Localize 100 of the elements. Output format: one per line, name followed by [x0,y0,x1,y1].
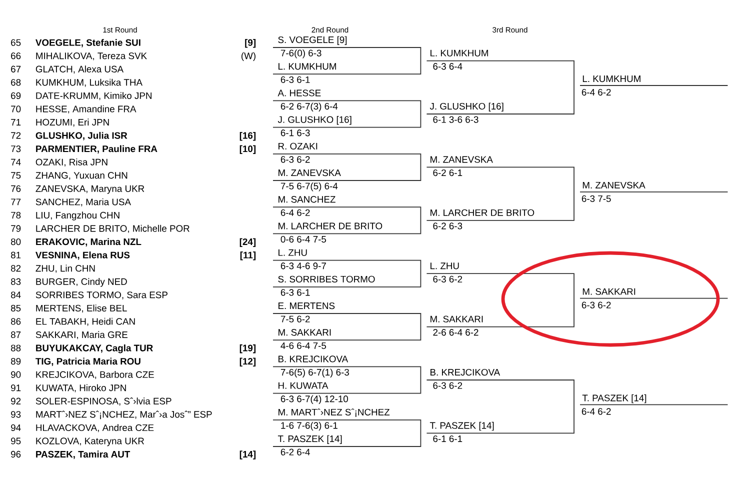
score-text: 7-5 6-2 [280,316,310,322]
score-text: 6-2 6-7(3) 6-4 [280,102,338,112]
draw-number: 65 [11,39,21,46]
draw-number: 89 [11,358,21,365]
draw-number: 83 [11,278,21,285]
player-name: L. ZHU [278,249,307,256]
draw-number: 80 [11,238,21,246]
score-text: 7-5 6-7(5) 6-4 [280,182,338,192]
score-text: 6-4 6-2 [280,209,310,216]
player-name: HESSE, Amandine FRA [36,105,136,114]
player-name: B. KREJCIKOVA [278,356,348,362]
draw-number: 67 [11,66,21,72]
score-text: 6-4 6-2 [582,88,611,96]
seed-label: [24] [240,238,256,247]
score-text: 6-1 3-6 6-3 [433,116,478,123]
score-text: 6-2 6-1 [433,169,462,176]
draw-number: 68 [11,79,21,86]
player-name: KUWATA, Hiroko JPN [36,384,126,392]
draw-number: 73 [11,145,21,152]
score-text: 6-3 6-2 [280,156,310,163]
draw-number: 70 [11,106,21,112]
draw-number: 75 [11,172,21,179]
score-text: 6-3 6-1 [280,76,310,83]
player-name: VOEGELE, Stefanie SUI [36,39,140,48]
draw-number: 71 [11,119,21,126]
player-name: M. ZANEVSKA [278,169,341,176]
player-name: PASZEK, Tamira AUT [36,450,130,459]
draw-number: 77 [11,198,21,206]
score-text: 6-3 6-2 [433,276,462,282]
player-name: MIHALIKOVA, Tereza SVK [36,52,147,60]
draw-number: 96 [11,450,21,458]
score-text: 6-3 6-4 [433,63,462,70]
player-name: R. OZAKI [278,142,318,150]
player-name: GLUSHKO, Julia ISR [36,132,128,140]
score-text: 7-6(0) 6-3 [280,50,322,58]
player-name: DATE-KRUMM, Kimiko JPN [36,92,152,100]
player-name: SORRIBES TORMO, Sara ESP [36,292,168,300]
draw-number: 81 [11,252,21,258]
draw-number: 66 [11,52,21,60]
seed-label: [12] [240,358,256,366]
seed-label: [14] [240,450,256,460]
player-name: HLAVACKOVA, Andrea CZE [36,424,154,432]
draw-number: 84 [11,292,21,298]
draw-number: 90 [11,371,21,378]
seed-label: [10] [240,145,256,154]
draw-number: 72 [11,132,21,139]
draw-number: 91 [11,384,21,392]
player-name: VESNINA, Elena RUS [36,251,130,260]
score-text: 6-3 6-1 [280,289,310,296]
score-text: 6-1 6-1 [433,435,462,442]
player-name: GLATCH, Alexa USA [36,66,124,74]
player-name: M. SAKKARI [278,329,331,336]
player-name: L. KUMKHUM [582,76,640,82]
player-name: ZANEVSKA, Maryna UKR [36,185,144,194]
player-name: LARCHER DE BRITO, Michelle POR [36,224,190,233]
player-name: TIG, Patricia Maria ROU [36,358,140,366]
player-name: MERTENS, Elise BEL [36,304,127,313]
score-text: 7-6(5) 6-7(1) 6-3 [280,368,349,378]
player-name: KUMKHUM, Luksika THA [36,78,142,87]
score-text: 4-6 6-4 7-5 [280,342,326,349]
player-name: M. ZANEVSKA [430,156,493,163]
player-name: M. LARCHER DE BRITO [278,222,382,230]
seed-label: [16] [240,132,256,141]
player-name: BUYUKAKCAY, Cagla TUR [36,344,153,354]
draw-number: 74 [11,158,21,166]
seed-label: [9] [245,39,256,48]
player-name: H. KUWATA [278,382,328,389]
score-text: 2-6 6-4 6-2 [433,329,478,336]
score-text: 6-3 7-5 [582,195,611,202]
player-name: A. HESSE [278,90,321,96]
player-name: T. PASZEK [14] [278,435,342,444]
score-text: 1-6 7-6(3) 6-1 [281,422,338,431]
player-name: HOZUMI, Eri JPN [36,118,109,127]
draw-number: 79 [11,225,21,232]
score-text: 6-4 6-2 [582,408,611,415]
draw-number: 93 [11,411,21,418]
player-name: T. PASZEK [14] [582,394,646,404]
draw-number: 87 [11,331,21,338]
player-name: J. GLUSHKO [16] [430,102,504,112]
score-text: 6-1 6-3 [280,130,310,136]
draw-number: 82 [11,265,21,272]
player-name: T. PASZEK [14] [430,422,494,431]
player-name: L. ZHU [430,262,459,270]
player-name: BURGER, Cindy NED [36,278,127,287]
player-name: KREJCIKOVA, Barbora CZE [36,371,154,379]
player-name: M. SAKKARI [430,316,483,322]
score-text: 6-3 6-2 [582,302,611,308]
player-name: MARTˆ›NEZ Sˆ¡NCHEZ, Marˆ›a Josˆ” ESP [36,410,212,420]
player-name: M. ZANEVSKA [582,182,646,188]
player-name: M. LARCHER DE BRITO [430,209,534,216]
player-name: S. VOEGELE [9] [278,36,347,45]
player-name: SANCHEZ, Maria USA [36,198,131,206]
draw-number: 92 [11,398,21,404]
player-name: PARMENTIER, Pauline FRA [36,145,158,154]
player-name: LIU, Fangzhou CHN [36,212,120,220]
player-name: M. SAKKARI [582,288,636,295]
seed-label: (W) [242,52,256,62]
player-name: M. SANCHEZ [278,196,336,203]
score-text: 6-2 6-4 [280,448,310,456]
seed-label: [11] [240,251,256,260]
